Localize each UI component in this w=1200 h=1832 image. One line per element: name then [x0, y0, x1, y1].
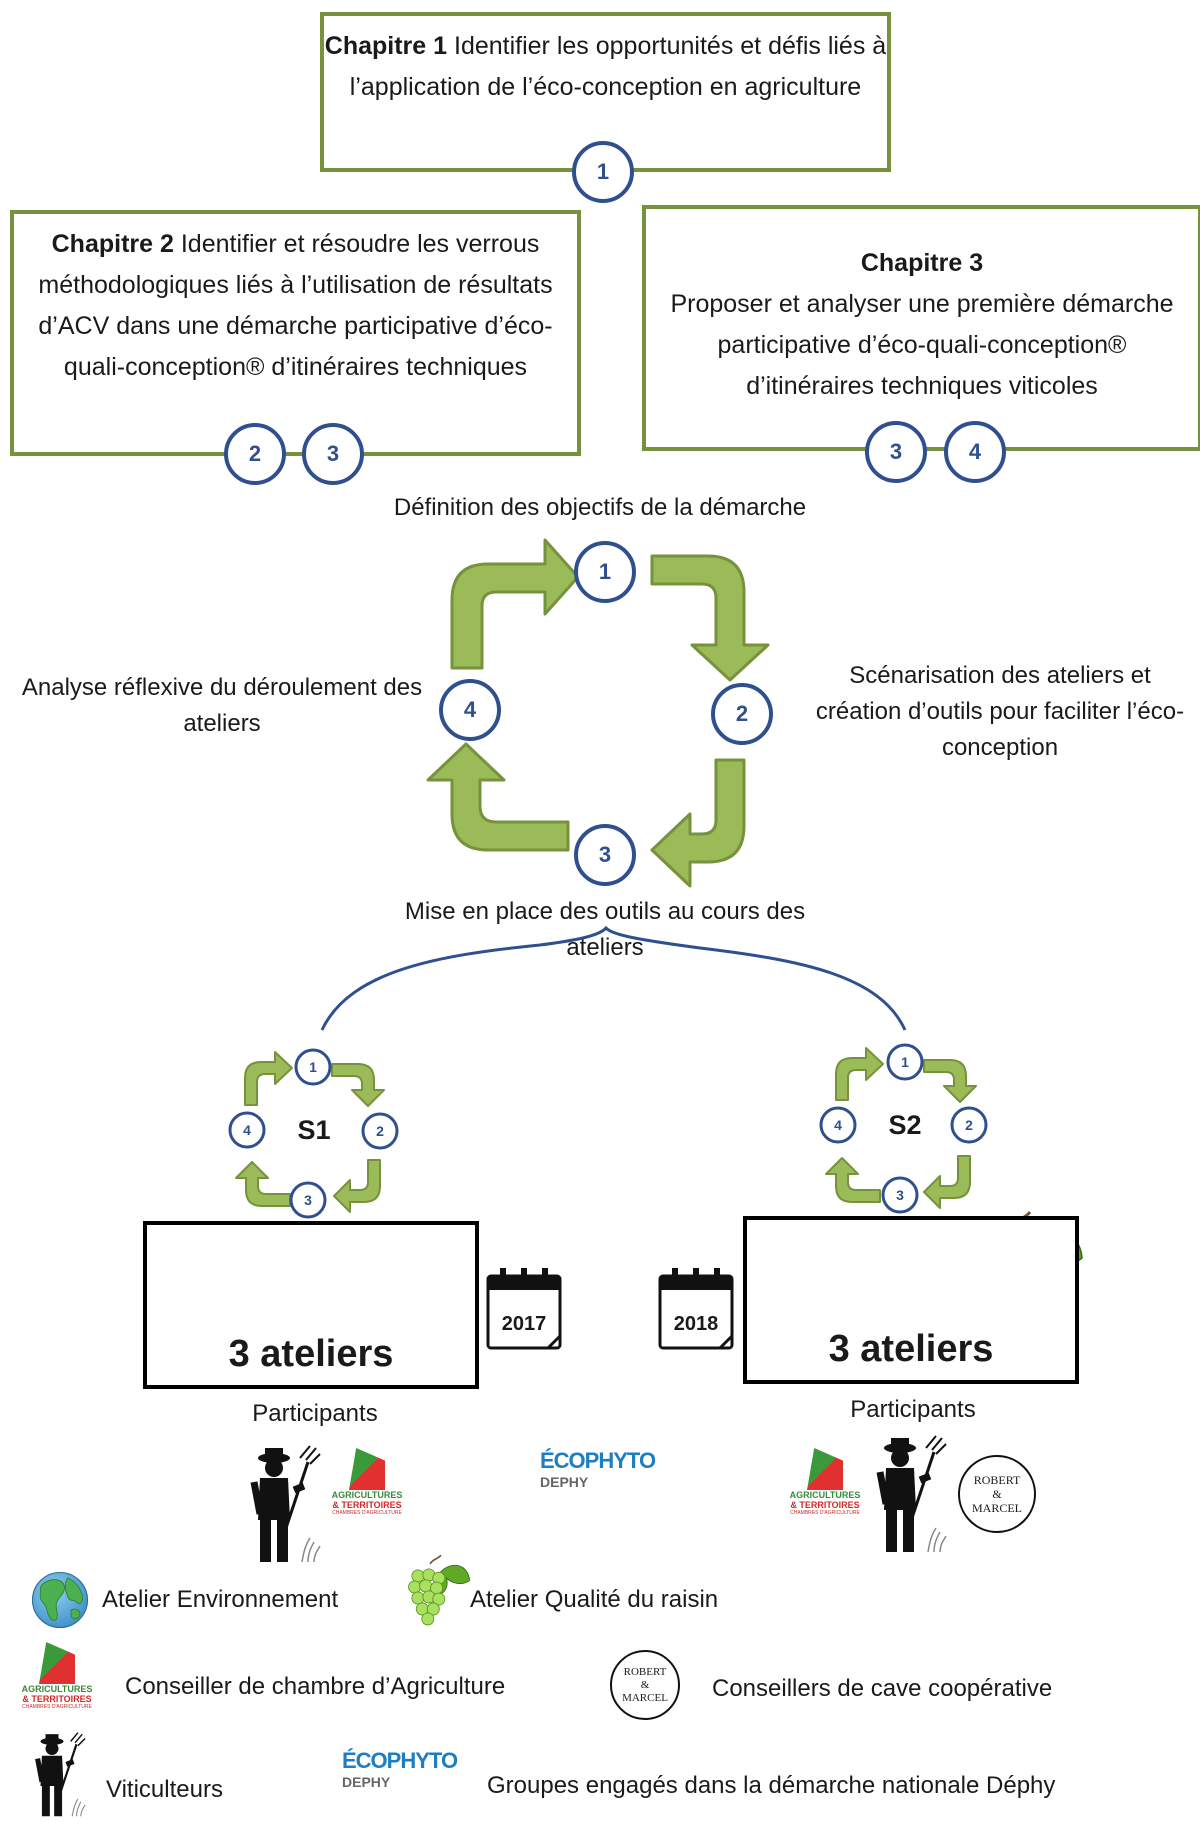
year-2018: 2018 — [673, 1313, 719, 1335]
robert-logo-text: MARCEL — [622, 1692, 668, 1704]
badge-number: 2 — [376, 1123, 384, 1139]
agri-logo-text: CHAMBRES D'AGRICULTURE — [790, 1510, 860, 1516]
legend-growers: Viticulteurs — [106, 1776, 223, 1803]
dephy-logo-text: DEPHY — [540, 1474, 589, 1490]
chapter-1-badge — [572, 141, 634, 203]
agri-logo-mark — [349, 1448, 385, 1490]
chapter-3-badges — [865, 421, 1006, 483]
cycle-step-3-label: Mise en place des outils au cours des at… — [404, 898, 806, 961]
legend-quality: Atelier Qualité du raisin — [470, 1586, 719, 1613]
cycle-arrow-3-to-4 — [426, 742, 570, 852]
chapter-2-title: Chapitre 2 — [51, 230, 174, 258]
legend-chamber: Conseiller de chambre d’Agriculture — [125, 1673, 506, 1700]
agri-logo-text: & TERRITOIRES — [22, 1694, 92, 1704]
chapter-2-badges — [224, 423, 364, 485]
cycle-badges — [439, 541, 773, 886]
badge-number: 2 — [735, 701, 749, 726]
main-cycle-arrows — [426, 538, 770, 888]
badge-number: 3 — [304, 1192, 312, 1208]
cycle-arrow-1-to-2 — [650, 554, 770, 682]
s2-cycle-badges — [819, 1043, 988, 1214]
chapter-3-text: Proposer et analyser une première démarc… — [670, 290, 1174, 400]
badge-number: 3 — [598, 842, 612, 867]
session-1-workshops-box: 3 ateliers — [143, 1221, 479, 1389]
badge-number: 1 — [596, 159, 610, 184]
cycle-step-2-label: Scénarisation des ateliers et création d… — [815, 662, 1185, 761]
chapter-3-title: Chapitre 3 — [860, 249, 984, 277]
badge-number: 4 — [968, 439, 982, 464]
legend-farmer-icon — [38, 1733, 86, 1817]
cycle-arrow-4-to-1 — [450, 538, 580, 670]
agri-logo-s1: AGRICULTURES & TERRITOIRES CHAMBRES D'AG… — [322, 1448, 412, 1516]
legend-env: Atelier Environnement — [102, 1586, 339, 1613]
session-2-workshops-count: 3 ateliers — [828, 1328, 994, 1370]
ecophyto-logo-center: ÉCOPHYTO DEPHY — [540, 1448, 675, 1490]
badge-number: 4 — [243, 1122, 251, 1138]
badge-number: 3 — [326, 441, 340, 466]
cycle-arrow-2-to-3 — [650, 758, 746, 888]
robert-marcel-logo-s2: ROBERT & MARCEL — [958, 1455, 1036, 1533]
chapter-3-box: Chapitre 3 Proposer et analyser une prem… — [642, 205, 1200, 451]
session-2-label: S2 — [888, 1110, 922, 1140]
robert-logo-text: MARCEL — [971, 1501, 1022, 1515]
agri-logo-text: AGRICULTURES — [789, 1490, 861, 1500]
farmer-icon — [254, 1446, 320, 1562]
chapter-1-text: Identifier les opportunités et défis lié… — [349, 32, 887, 101]
agri-logo-text: & TERRITOIRES — [332, 1500, 402, 1510]
robert-logo-text: ROBERT — [973, 1473, 1021, 1487]
chapter-1-box: Chapitre 1 Identifier les opportunités e… — [320, 12, 891, 172]
robert-logo-text: & — [640, 1679, 650, 1691]
legend-globe-icon — [31, 1571, 89, 1629]
cycle-step-4-label: Analyse réflexive du déroulement des ate… — [21, 674, 423, 737]
chapter-2-box: Chapitre 2 Identifier et résoudre les ve… — [10, 210, 581, 456]
year-2017: 2017 — [501, 1313, 547, 1335]
badge-number: 4 — [834, 1117, 842, 1133]
cycle-step-1-label: Définition des objectifs de la démarche — [393, 494, 807, 521]
session-1-label: S1 — [297, 1115, 331, 1145]
agri-logo-s2: AGRICULTURES & TERRITOIRES CHAMBRES D'AG… — [780, 1448, 870, 1516]
agri-logo-text: AGRICULTURES — [21, 1684, 93, 1694]
agri-logo-text: CHAMBRES D'AGRICULTURE — [22, 1704, 92, 1710]
agri-logo-text: CHAMBRES D'AGRICULTURE — [332, 1510, 402, 1516]
farmer-icon — [880, 1436, 946, 1552]
legend-robert-marcel-logo: ROBERT & MARCEL — [610, 1650, 680, 1720]
badge-number: 1 — [309, 1059, 317, 1075]
session-2-workshops-box: 3 ateliers — [743, 1216, 1079, 1384]
badge-number: 1 — [598, 559, 612, 584]
chapter-2-text: Identifier et résoudre les verrous métho… — [38, 230, 553, 381]
badge-number: 2 — [248, 441, 262, 466]
legend-coop: Conseillers de cave coopérative — [712, 1675, 1053, 1702]
badge-number: 4 — [463, 697, 477, 722]
dephy-logo-text: DEPHY — [342, 1774, 391, 1790]
session-1-workshops-count: 3 ateliers — [228, 1333, 394, 1375]
chapter-1-title: Chapitre 1 — [324, 32, 448, 60]
badge-number: 2 — [965, 1117, 973, 1133]
ecophyto-logo-text: ÉCOPHYTO — [342, 1748, 458, 1773]
badge-number: 3 — [889, 439, 903, 464]
legend-ecophyto-logo: ÉCOPHYTO DEPHY — [342, 1748, 477, 1790]
legend-dephy: Groupes engagés dans la démarche nationa… — [487, 1772, 1056, 1799]
badge-number: 1 — [901, 1054, 909, 1070]
badge-number: 3 — [896, 1187, 904, 1203]
robert-logo-text: ROBERT — [623, 1666, 667, 1678]
agri-logo-text: AGRICULTURES — [331, 1490, 403, 1500]
agri-logo-mark — [39, 1642, 75, 1684]
session-2-participants-label: Participants — [850, 1396, 976, 1423]
sessions-brace — [320, 925, 907, 1031]
s1-cycle-badges — [228, 1048, 399, 1219]
s1-cycle-arrows — [235, 1051, 385, 1213]
robert-logo-text: & — [992, 1487, 1002, 1501]
legend-grapes-icon — [407, 1554, 471, 1626]
agri-logo-mark — [807, 1448, 843, 1490]
legend-agri-logo: AGRICULTURES & TERRITOIRES CHAMBRES D'AG… — [12, 1642, 102, 1710]
ecophyto-logo-text: ÉCOPHYTO — [540, 1448, 656, 1473]
s2-cycle-arrows — [825, 1047, 977, 1209]
session-1-participants-label: Participants — [252, 1400, 378, 1427]
agri-logo-text: & TERRITOIRES — [790, 1500, 860, 1510]
